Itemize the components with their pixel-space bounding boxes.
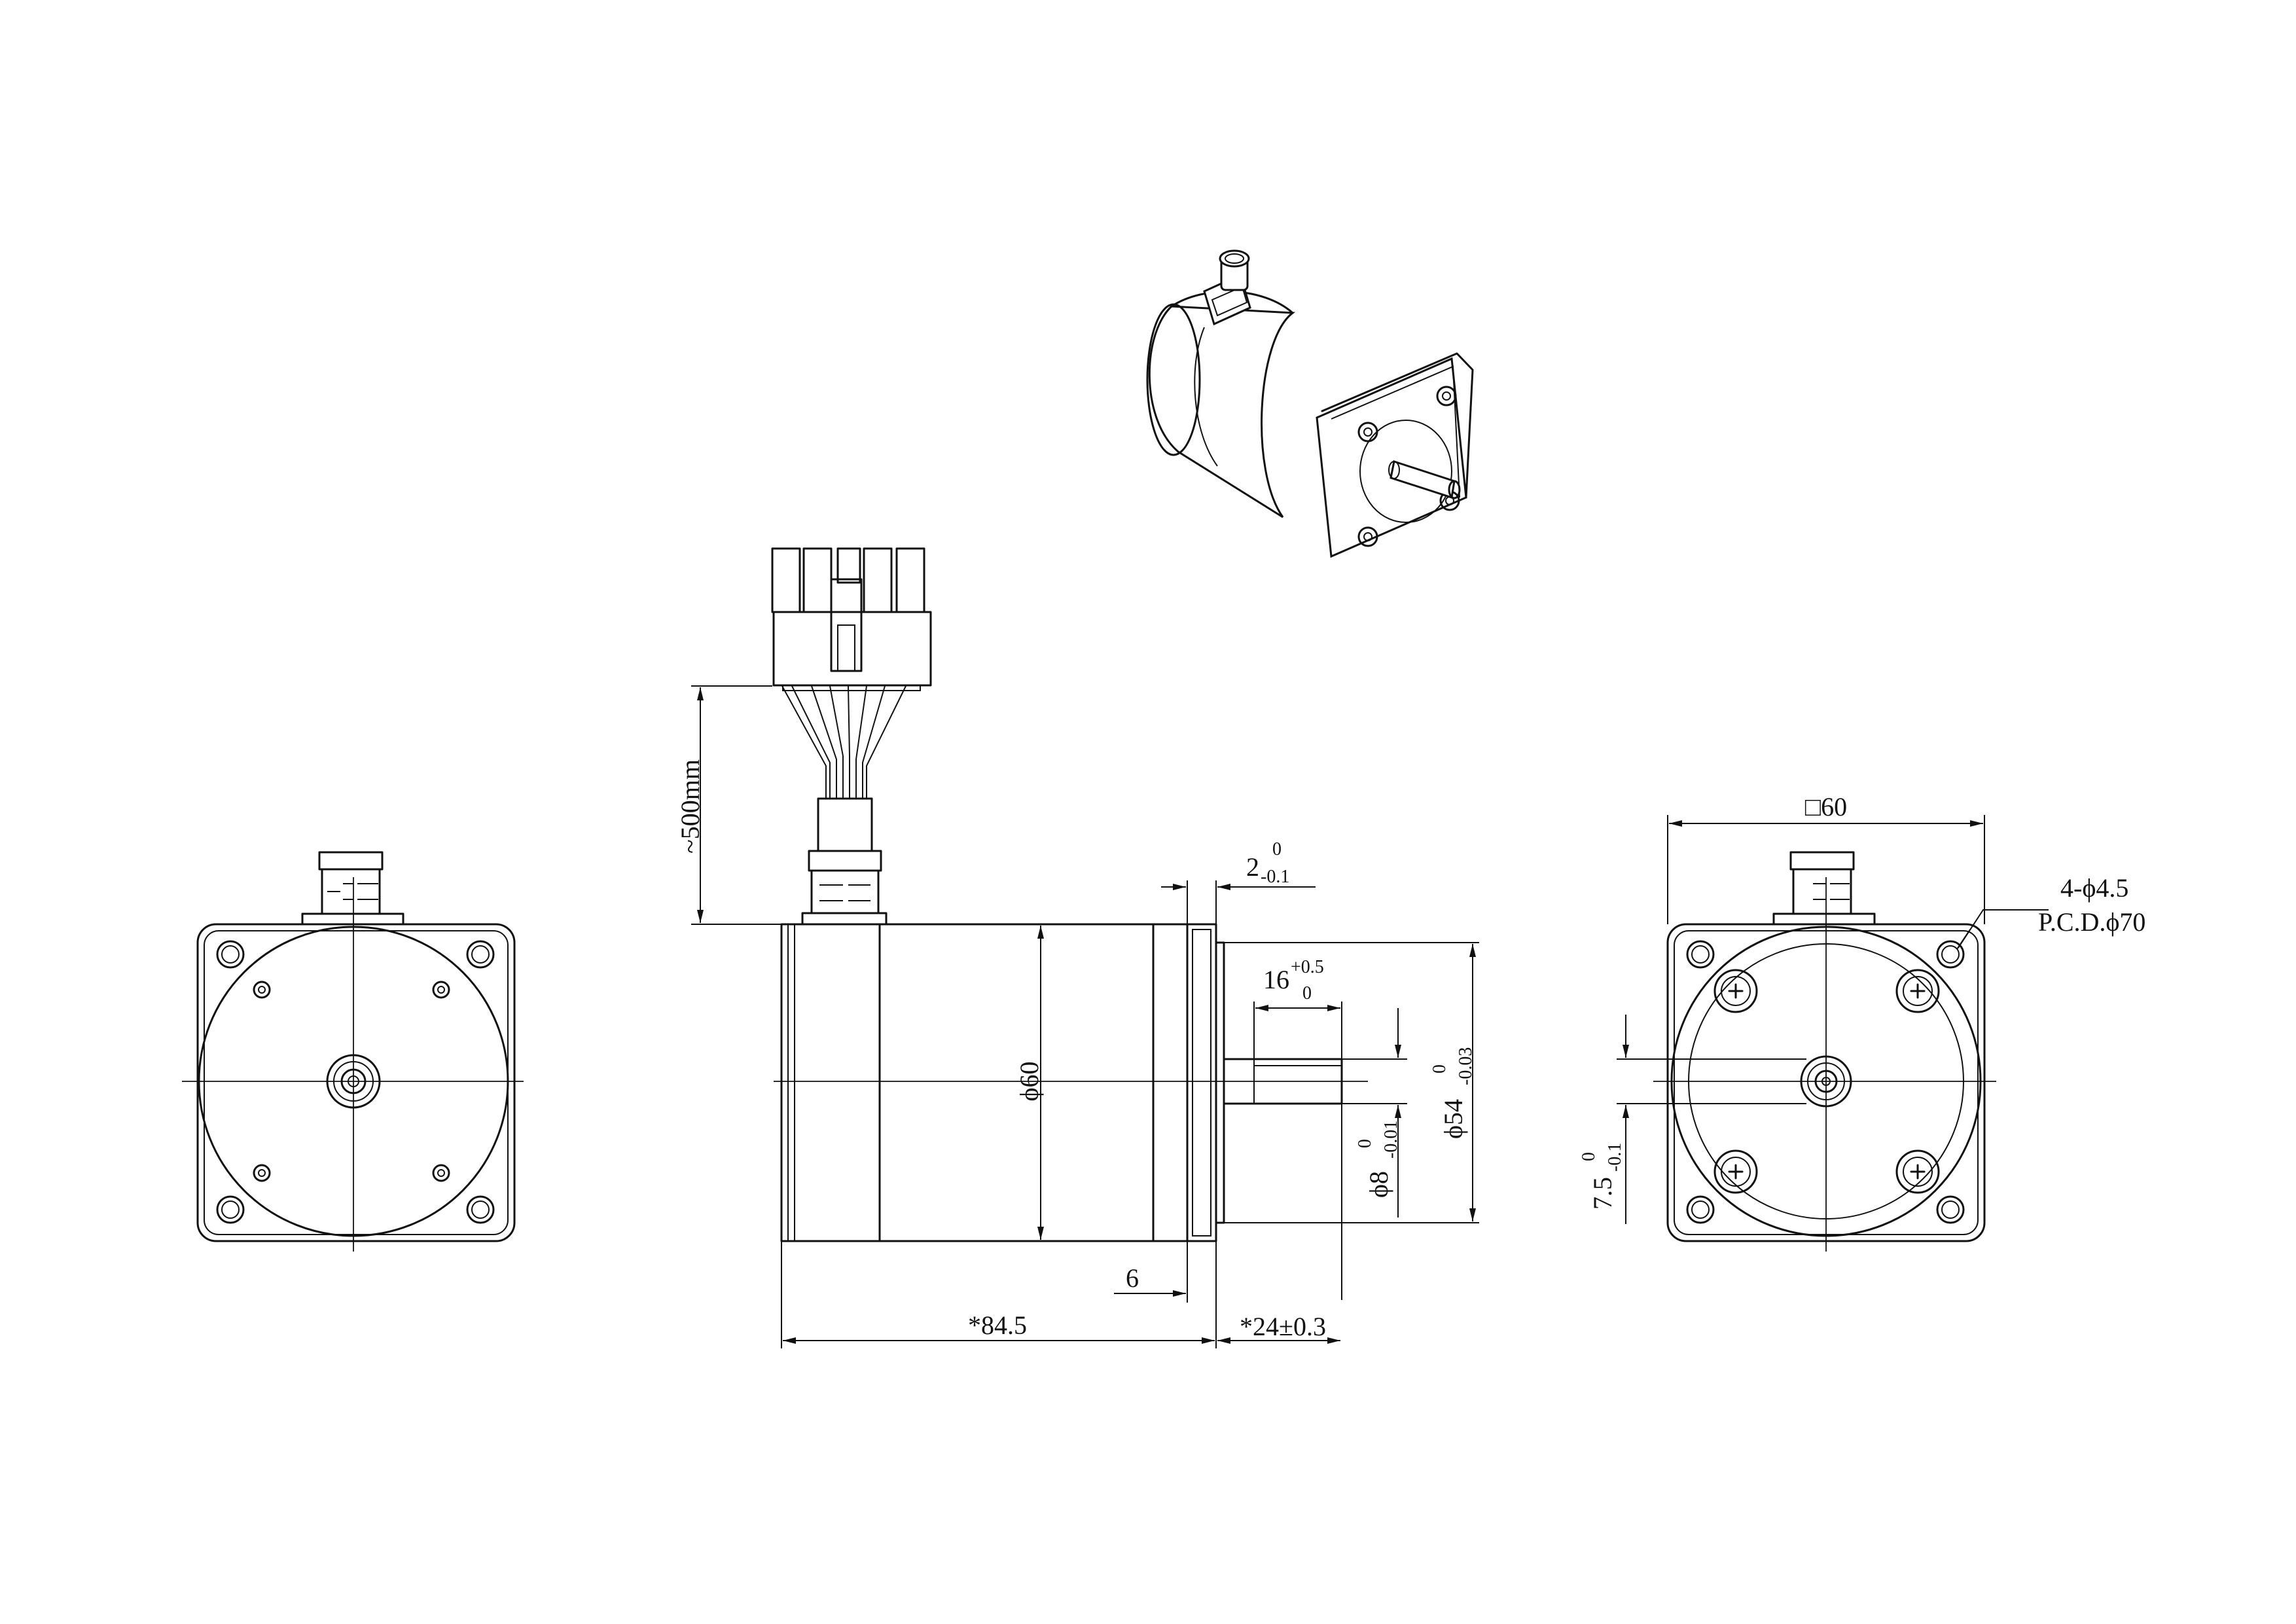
rear-screw-holes — [253, 981, 450, 1182]
flat-depth-main: 7.5 — [1588, 1177, 1617, 1210]
front-screw-heads — [1713, 969, 1940, 1194]
pilot-diameter-tol-lower: -0.03 — [1456, 1047, 1476, 1085]
body-length-label: *84.5 — [968, 1310, 1027, 1340]
iso-shaft — [1388, 460, 1461, 499]
flat-depth-tol-lower: -0.1 — [1605, 1143, 1625, 1172]
side-front-section — [1152, 923, 1189, 1242]
shaft-diameter-main: ϕ8 — [1364, 1171, 1393, 1198]
flange-thickness-tol-upper: 0 — [1272, 839, 1282, 859]
isometric-view — [1146, 249, 1474, 558]
iso-end-cap — [1146, 303, 1201, 456]
flat-length-main: 16 — [1263, 965, 1289, 994]
body-diameter-label: ϕ60 — [1014, 1061, 1044, 1101]
flange-thickness-tol-lower: -0.1 — [1261, 867, 1289, 887]
pilot-diameter-tol-upper: 0 — [1429, 1064, 1450, 1074]
iso-body — [1148, 305, 1296, 518]
side-view — [771, 547, 1368, 1242]
iso-connector — [1203, 249, 1251, 326]
cable-sleeve — [817, 797, 873, 852]
cable-length-label: ~500mm — [675, 759, 705, 854]
iso-flange — [1316, 352, 1474, 558]
flange-thickness-main: 2 — [1246, 852, 1259, 882]
mounting-holes-label: 4-ϕ4.5 — [2060, 873, 2128, 903]
flat-length-tol-upper: +0.5 — [1291, 957, 1324, 977]
step-length-label: 6 — [1126, 1263, 1139, 1293]
cable-wires — [781, 685, 906, 799]
front-corner-holes — [1686, 940, 1965, 1224]
shaft-diameter-tol-upper: 0 — [1355, 1139, 1375, 1148]
dimension-lines — [691, 685, 2049, 1348]
pitch-circle-label: P.C.D.ϕ70 — [2038, 907, 2145, 937]
rear-corner-holes — [216, 940, 495, 1224]
flat-length-tol-lower: 0 — [1302, 983, 1312, 1003]
side-cable-connector — [771, 547, 932, 926]
square-size-label: □60 — [1805, 792, 1847, 821]
pilot-diameter-main: ϕ54 — [1439, 1099, 1468, 1139]
plug-pins — [771, 547, 925, 613]
side-flange — [1186, 923, 1217, 1242]
front-cable-connector — [1772, 851, 1876, 926]
flat-depth-tol-upper: 0 — [1579, 1152, 1599, 1161]
side-pilot — [1215, 941, 1225, 1224]
rear-cable-connector — [301, 851, 404, 926]
shaft-diameter-tol-lower: -0.01 — [1381, 1121, 1401, 1159]
plug-housing — [772, 611, 932, 687]
rear-end-view — [182, 851, 524, 1252]
side-end-cap — [780, 923, 881, 1242]
dimension-text: ~500mm 2 0 -0.1 16 +0.5 0 ϕ60 ϕ8 0 -0.01… — [675, 759, 2145, 1341]
shaft-length-label: *24±0.3 — [1240, 1312, 1326, 1341]
front-end-view — [1653, 851, 1996, 1252]
